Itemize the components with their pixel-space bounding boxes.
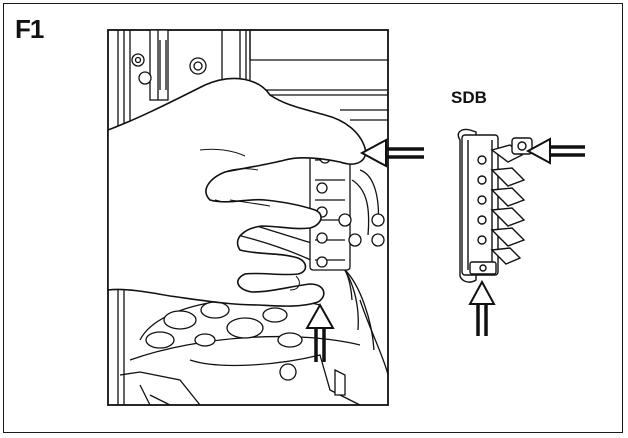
- arrow-sdb-side: [525, 137, 585, 165]
- main-panel-view: [107, 29, 389, 406]
- arrow-sdb-bottom: [468, 279, 496, 336]
- arrow-right-terminal: [359, 138, 424, 168]
- figure-label: F1: [15, 14, 44, 44]
- figure-frame: [3, 3, 623, 433]
- sdb-connector-detail: [457, 128, 533, 283]
- sdb-pins: [477, 137, 533, 265]
- arrow-up-terminal: [305, 302, 335, 362]
- bottom-housing: [119, 297, 361, 406]
- sdb-callout-label: SDB: [451, 88, 487, 107]
- hand: [107, 77, 367, 307]
